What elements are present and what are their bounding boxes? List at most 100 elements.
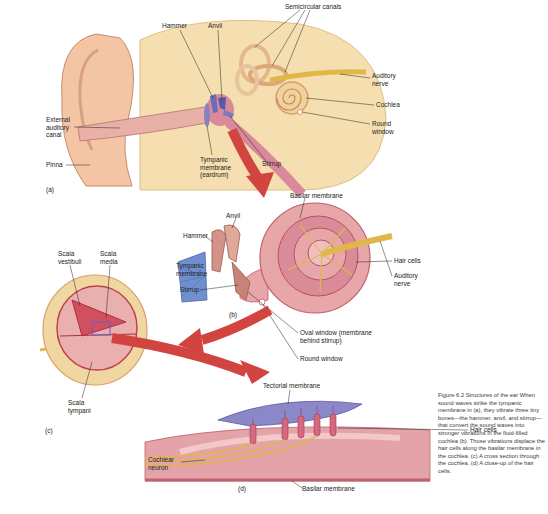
leader-line [292, 481, 302, 488]
panel-letter: (d) [238, 485, 258, 493]
arrow-shaft [112, 338, 246, 372]
leader-line [74, 127, 120, 128]
cochlea-spiral [277, 89, 301, 110]
part-label: Stirrup [262, 160, 292, 168]
hammer-bone [212, 230, 226, 272]
outer-ear-panel [62, 20, 386, 194]
hair-cell [314, 414, 320, 436]
leader-line [272, 10, 305, 66]
bony-wall [43, 275, 147, 385]
part-label: Tectorial membrane [263, 382, 333, 390]
cochlea-coil [260, 203, 370, 313]
leader-line [207, 126, 212, 155]
part-label: Tympanic membrane (eardrum) [200, 156, 244, 179]
leader-line [180, 30, 213, 98]
leader-line [106, 265, 110, 318]
hair-cell [298, 416, 304, 438]
support-tissue [180, 436, 400, 452]
cochlear-duct-wall [57, 286, 137, 370]
panel-letter: (a) [46, 186, 66, 194]
part-label: Scala vestibuli [58, 250, 86, 265]
part-label: Auditory nerve [372, 72, 404, 87]
stereocilium [285, 410, 286, 418]
part-label: Semicircular canals [285, 3, 365, 11]
stirrup-bone [232, 262, 250, 300]
leader-line [200, 285, 238, 290]
part-label: Oval window (membrane behind stirrup) [300, 329, 380, 344]
stereocilium [301, 408, 302, 416]
cochlea-coil [278, 216, 358, 296]
tectorial-membrane [218, 401, 362, 426]
part-label: Round window [372, 120, 402, 135]
nerve-fiber [322, 228, 345, 254]
basilar-membrane [145, 479, 430, 482]
nerve-fibers [288, 225, 352, 292]
middle-ear-cavity [206, 94, 234, 126]
part-label: Cochlear neuron [148, 456, 180, 471]
leader-lines-c [70, 265, 110, 398]
stirrup-bone [223, 110, 234, 118]
part-label: Scala tympani [68, 399, 94, 414]
leader-line [255, 10, 300, 47]
leader-line [340, 74, 370, 78]
part-label: External auditory canal [46, 116, 78, 139]
hair-cell [282, 418, 288, 440]
detail-box [92, 322, 110, 335]
pinna-shape [62, 34, 134, 186]
part-label: Hammer [183, 232, 213, 240]
leader-line [302, 112, 370, 124]
hammer-bone [210, 94, 218, 113]
leader-lines-d [181, 390, 468, 488]
eardrum [178, 252, 207, 302]
arrow-head [246, 172, 274, 198]
hair-cell-panel [145, 401, 430, 481]
part-label: Hammer [162, 22, 202, 30]
part-label: Stirrup [180, 286, 210, 294]
stereocilium [253, 418, 254, 424]
ear-canal [78, 107, 207, 141]
part-label: Basilar membrane [302, 485, 372, 493]
leader-line [66, 165, 90, 166]
cochlea-coil [294, 228, 346, 280]
round-window [298, 110, 303, 115]
figure-caption: Figure 6.2 Structures of the ear When so… [438, 392, 546, 476]
nerve-fiber [300, 225, 322, 254]
part-label: Basilar membrane [290, 192, 360, 200]
part-label: Cochlea [376, 101, 416, 109]
part-label: Round window [300, 355, 350, 363]
arrow-shaft [202, 310, 270, 340]
part-label: Auditory nerve [394, 272, 426, 287]
leader-line [70, 265, 80, 306]
stereocilium [333, 406, 334, 414]
nerve-fiber [288, 254, 322, 270]
leader-line [218, 30, 222, 100]
leader-line [380, 241, 392, 276]
arrow-head [240, 360, 270, 384]
panel-letter: (c) [45, 427, 65, 435]
leader-lines-a [66, 10, 374, 165]
hair-cell [250, 424, 256, 444]
nerve-fiber [322, 254, 352, 275]
nerve-fiber [320, 254, 322, 292]
panel-letter: (b) [229, 311, 249, 319]
leader-line [82, 362, 92, 398]
part-label: Pinna [46, 161, 86, 169]
skull-tissue [140, 20, 386, 190]
hair-cell [330, 414, 336, 436]
leader-line [306, 98, 374, 105]
part-label: Anvil [226, 212, 256, 220]
cochlea-panel [178, 203, 392, 313]
stereocilia [253, 406, 333, 424]
anvil-bone [224, 225, 240, 262]
leader-line [288, 390, 290, 404]
part-label: Scala media [100, 250, 126, 265]
cochlea-shell [276, 82, 308, 114]
cross-section-panel [40, 275, 147, 385]
neuron-fiber [145, 444, 253, 458]
part-label: Hair cells [394, 257, 434, 265]
leader-line [232, 218, 236, 228]
hair-cell-group [250, 414, 336, 444]
eardrum [204, 103, 210, 127]
leader-line [181, 460, 205, 462]
